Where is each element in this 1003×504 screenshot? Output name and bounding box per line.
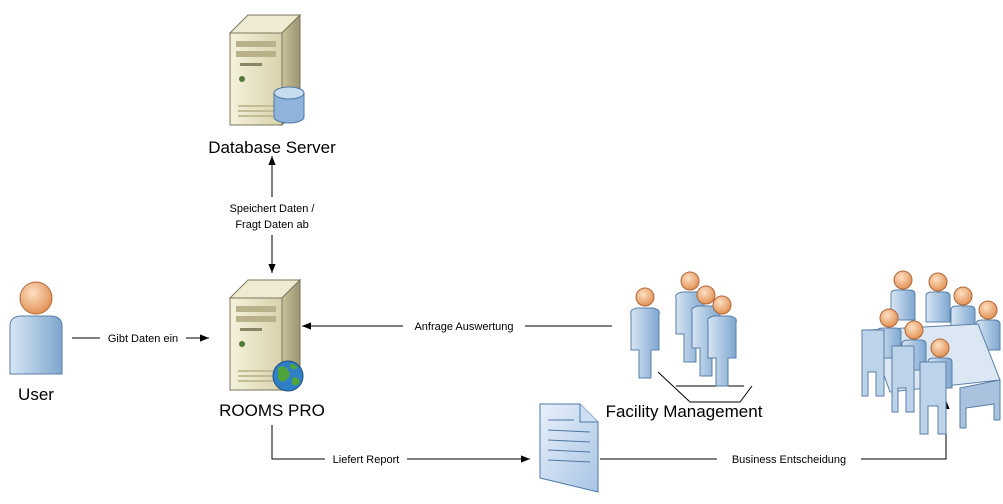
edge-rooms-report xyxy=(271,425,530,463)
rooms-pro-label: ROOMS PRO xyxy=(219,401,325,420)
web-server-icon xyxy=(229,279,304,392)
database-cylinder-icon xyxy=(273,86,305,124)
facility-management-label: Facility Management xyxy=(606,402,763,421)
user-icon xyxy=(9,281,63,375)
edge-label-rooms-report: Liefert Report xyxy=(333,454,400,466)
database-server-label: Database Server xyxy=(208,138,336,157)
team-icon xyxy=(630,271,753,403)
edge-label-db-rooms-line1: Speichert Daten / xyxy=(230,203,316,215)
edge-label-report-meeting: Business Entscheidung xyxy=(732,454,846,466)
edge-label-user-rooms: Gibt Daten ein xyxy=(108,333,178,345)
edge-label-facility-rooms: Anfrage Auswertung xyxy=(414,321,513,333)
edge-label-db-rooms-line2: Fragt Daten ab xyxy=(235,219,308,231)
database-server-icon xyxy=(229,14,305,126)
user-label: User xyxy=(18,385,54,404)
globe-icon xyxy=(272,360,304,392)
meeting-icon xyxy=(861,270,1001,435)
document-icon xyxy=(539,403,599,493)
